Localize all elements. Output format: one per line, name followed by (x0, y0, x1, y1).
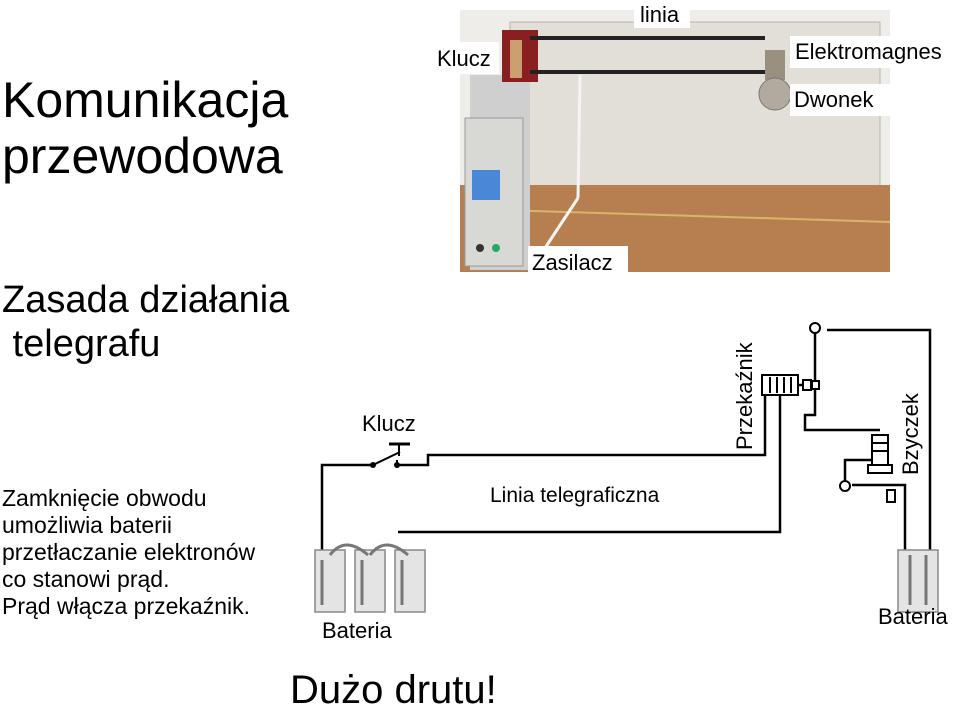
description-text: Zamknięcie obwodu umożliwia baterii prze… (2, 485, 255, 620)
subtitle-line-1: Zasada działania (2, 279, 290, 321)
diagram-label-bateria-right: Bateria (878, 604, 948, 629)
battery-right (897, 549, 939, 613)
photo-label-dwonek: Dwonek (794, 87, 874, 112)
diagram-label-klucz: Klucz (362, 411, 416, 436)
battery-left (314, 543, 426, 613)
supply-cable (576, 74, 582, 199)
footer-text: Dużo drutu! (290, 668, 497, 712)
telegraph-key-switch (372, 451, 401, 466)
slide-title: Komunikacja przewodowa (2, 72, 288, 184)
description-line-4: co stanowi prąd. (2, 566, 170, 592)
power-supply-display (472, 170, 500, 200)
terminal-knob (492, 244, 500, 252)
subtitle-line-2: telegrafu (2, 323, 161, 365)
relay-contact (809, 322, 821, 334)
description-line-5: Prąd włącza przekaźnik. (2, 593, 250, 619)
description-line-1: Zamknięcie obwodu (2, 485, 207, 511)
circuit-wires (320, 328, 932, 580)
buzzer-contact (839, 480, 851, 492)
bell (758, 77, 792, 111)
relay-coil (761, 374, 799, 396)
terminal-knob (476, 244, 484, 252)
diagram-label-linia: Linia telegraficzna (490, 484, 660, 507)
circuit-diagram: Klucz Linia telegraficzna Przekaźnik Bzy… (314, 322, 948, 643)
electromagnet (765, 50, 785, 80)
table-stripe (499, 209, 891, 223)
telegraph-key-lever (510, 40, 522, 78)
photo-label-klucz: Klucz (437, 46, 491, 71)
diagram-label-bateria-left: Bateria (322, 618, 392, 643)
description-line-2: umożliwia baterii (2, 512, 173, 538)
slide-subtitle: Zasada działania telegrafu (2, 278, 289, 366)
title-line-2: przewodowa (2, 128, 283, 184)
photo-label-elektromagnes: Elektromagnes (795, 39, 942, 64)
photo-label-zasilacz: Zasilacz (532, 250, 613, 275)
title-line-1: Komunikacja (2, 72, 289, 128)
diagram-label-przekaznik: Przekaźnik (732, 341, 757, 450)
diagram-label-bzyczek: Bzyczek (898, 392, 923, 475)
photo-label-linia: linia (640, 2, 680, 27)
description-line-3: przetłaczanie elektronów (2, 539, 256, 565)
telegraph-photo: Klucz linia Elektromagnes Dwonek Zasilac… (433, 2, 960, 278)
